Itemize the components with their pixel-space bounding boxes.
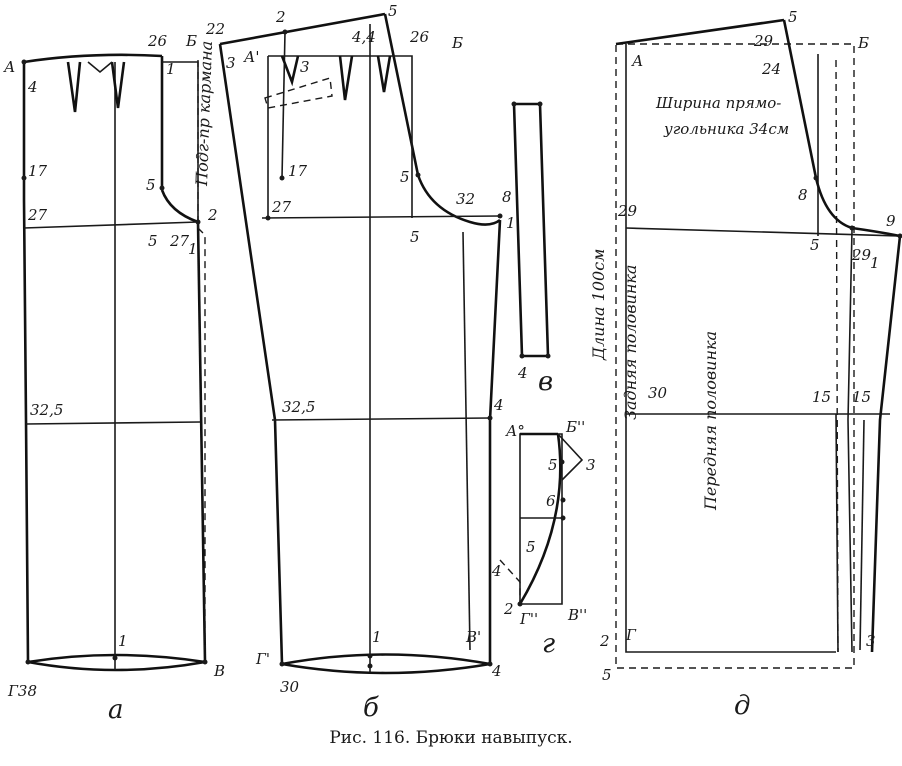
label-a-1-top: 1 (166, 60, 176, 78)
label-a-27-1: 27 (169, 232, 190, 250)
label-b-30: 30 (280, 678, 300, 696)
panel-a-darts (66, 61, 126, 113)
label-a-A: А (3, 58, 15, 76)
label-d-15-right: 15 (852, 388, 871, 406)
panel-b-outline (218, 12, 502, 675)
figure-caption: Рис. 116. Брюки навыпуск. (329, 728, 573, 748)
label-a-4: 4 (27, 78, 38, 96)
panel-v: 4 в (511, 101, 553, 397)
label-g-5-top: 5 (548, 456, 558, 474)
label-b-5-mid: 5 (410, 228, 420, 246)
label-b-1: 1 (506, 214, 516, 232)
label-d-9: 9 (886, 212, 896, 230)
label-v-4: 4 (517, 364, 528, 382)
label-g-5-mid: 5 (526, 538, 536, 556)
label-d-5-top: 5 (788, 8, 798, 26)
label-d-24: 24 (761, 60, 781, 78)
label-a-1-bottom: 1 (118, 632, 128, 650)
label-d-length: Длина 100см (589, 249, 608, 361)
label-d-G: Г (625, 626, 637, 644)
label-b-8: 8 (502, 188, 512, 206)
label-g-3: 3 (586, 456, 596, 474)
label-b-3-left: 3 (226, 54, 236, 72)
label-a-17: 17 (28, 162, 48, 180)
label-b-26: 26 (409, 28, 430, 46)
label-g-B2: Б'' (565, 418, 585, 436)
label-g-2: 2 (503, 600, 514, 618)
label-d-2: 2 (599, 632, 610, 650)
label-d-29: 29 (617, 202, 638, 220)
panel-a: А 4 17 27 32,5 Г38 26 Б 1 5 5 27 1 2 1 В… (3, 32, 225, 725)
label-b-32-5: 32,5 (282, 398, 315, 416)
label-d-5-mid: 5 (810, 236, 820, 254)
panel-b-letter: б (363, 693, 379, 723)
label-a-32-5: 32,5 (30, 401, 63, 419)
label-a-27: 27 (27, 206, 48, 224)
label-a-5-upper: 5 (146, 176, 156, 194)
label-b-17: 17 (288, 162, 308, 180)
label-d-back-half: Задняя половинка (621, 265, 640, 420)
label-d-5-bottom: 5 (602, 666, 612, 684)
label-d-8: 8 (798, 186, 808, 204)
panel-b: 22 3 2 5 4,4 26 Б А' 3 17 5 27 5 32 8 1 … (205, 2, 516, 723)
panel-a-points (21, 59, 208, 665)
label-d-29-sub: 1 (870, 254, 880, 272)
panel-b-points (265, 29, 503, 669)
label-g-A0: А° (505, 422, 525, 440)
label-b-G1: Г' (255, 650, 270, 668)
label-b-V1: В' (465, 628, 481, 646)
label-b-2: 2 (275, 8, 286, 26)
label-g-G2: Г'' (519, 610, 538, 628)
label-d-30: 30 (648, 384, 668, 402)
label-g-4: 4 (491, 562, 502, 580)
label-a-26: 26 (147, 32, 168, 50)
label-b-5: 5 (400, 168, 410, 186)
label-b-32: 32 (456, 190, 475, 208)
label-a-G38: Г38 (7, 682, 37, 700)
panel-a-outline (22, 53, 207, 672)
label-d-A: А (631, 52, 643, 70)
panel-b-darts (264, 55, 392, 109)
label-a-27-sub: 1 (188, 240, 198, 258)
label-d-front-half: Передняя половинка (701, 331, 720, 511)
label-b-4: 4 (493, 396, 504, 414)
label-d-29-1: 29 (851, 246, 872, 264)
panel-v-letter: в (538, 367, 553, 397)
panel-v-strip (512, 102, 550, 358)
label-b-22: 22 (205, 20, 225, 38)
label-b-3: 3 (300, 58, 310, 76)
label-b-A1: А' (243, 48, 259, 66)
label-d-15-left: 15 (812, 388, 831, 406)
panel-d: 5 29 Б А 24 Ширина прямо- угольника 34см… (589, 8, 902, 721)
label-g-6: 6 (546, 492, 556, 510)
label-b-4-4: 4,4 (351, 28, 376, 46)
label-d-width-2: угольника 34см (663, 120, 789, 138)
label-d-29-top: 29 (753, 32, 774, 50)
panel-g-letter: г (542, 629, 555, 659)
label-a-2: 2 (207, 206, 218, 224)
label-a-V: В (213, 662, 225, 680)
label-a-B: Б (185, 32, 197, 50)
panel-d-letter: д (734, 691, 750, 721)
label-d-B: Б (857, 34, 869, 52)
panel-a-letter: а (108, 695, 124, 725)
label-b-1-bottom: 1 (372, 628, 382, 646)
label-b-27: 27 (271, 198, 292, 216)
label-b-4-bottom: 4 (491, 662, 502, 680)
label-a-5-lower: 5 (148, 232, 158, 250)
panel-g: А° Б'' 5 3 6 5 4 2 Г'' В'' г (491, 418, 596, 659)
label-d-3: 3 (866, 632, 876, 650)
label-g-V2: В'' (567, 606, 587, 624)
label-b-B: Б (451, 34, 463, 52)
panel-d-dashed-rect (615, 43, 855, 669)
label-d-width-1: Ширина прямо- (655, 94, 781, 112)
label-b-5-top: 5 (388, 2, 398, 20)
label-a-pocket: Подг-пр кармана (192, 40, 216, 187)
